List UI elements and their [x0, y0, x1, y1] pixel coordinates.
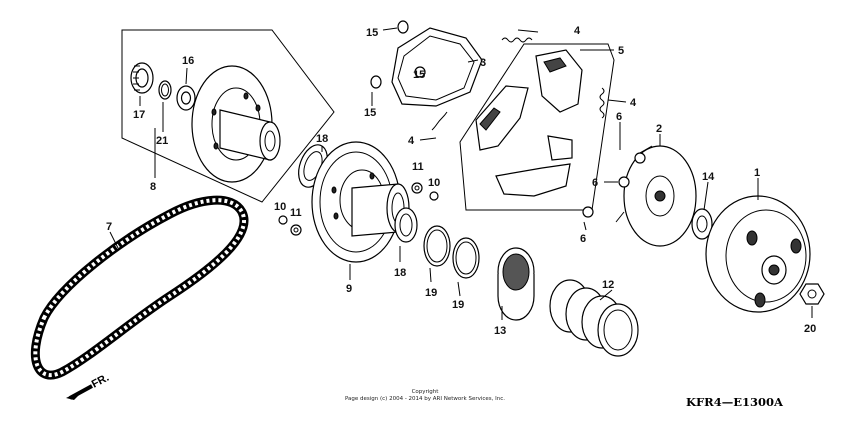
callout-15-mid: 15	[413, 69, 425, 81]
callout-1: 1	[754, 167, 760, 179]
o-ring-19-b[interactable]	[452, 237, 480, 279]
callout-19-b: 19	[452, 299, 464, 311]
callout-12: 12	[602, 279, 614, 291]
driven-face-assembly-outline	[121, 29, 335, 203]
nut-6-bottom[interactable]	[582, 206, 594, 218]
clutch-shoe-top[interactable]	[535, 49, 583, 113]
needle-bearing-17[interactable]	[130, 62, 154, 94]
callout-14: 14	[702, 171, 715, 183]
callout-20: 20	[804, 323, 816, 335]
callout-4-top: 4	[574, 25, 581, 37]
guide-pin-10-right[interactable]	[429, 191, 439, 201]
clutch-shoe-left[interactable]	[475, 85, 529, 151]
callout-5: 5	[618, 45, 624, 57]
oil-seal-18-lower[interactable]	[394, 207, 418, 243]
callout-13: 13	[494, 325, 506, 337]
callout-19-a: 19	[425, 287, 437, 299]
washer-15-left[interactable]	[370, 75, 382, 89]
callout-6-bottom: 6	[580, 233, 586, 245]
circlip-21[interactable]	[158, 80, 172, 100]
clutch-spring-4-left[interactable]	[431, 111, 448, 131]
guide-roller-11-left[interactable]	[290, 224, 302, 236]
callout-16: 16	[182, 55, 194, 67]
callout-3: 3	[480, 57, 486, 69]
o-ring-19-a[interactable]	[423, 225, 451, 267]
nut-6-top[interactable]	[634, 152, 646, 164]
drive-belt-7[interactable]	[30, 195, 249, 380]
washer-15-top[interactable]	[397, 20, 409, 34]
front-direction-label: FR.	[90, 372, 111, 391]
callout-4-right: 4	[630, 97, 637, 109]
callout-9: 9	[346, 283, 352, 295]
callout-10-right: 10	[428, 177, 440, 189]
diagram-code: KFR4—E1300A	[686, 395, 784, 409]
guide-roller-11-right[interactable]	[411, 182, 423, 194]
callout-6-top: 6	[616, 111, 622, 123]
clutch-spring-4-top[interactable]	[501, 37, 533, 43]
callout-15-left: 15	[364, 107, 376, 119]
callout-7: 7	[106, 221, 112, 233]
movable-driven-face-9[interactable]	[311, 141, 410, 263]
callout-labels: 1 2 3 4 4 4 5 6 6 6 7 8 9 10 10 11 11 12…	[106, 25, 816, 337]
driven-face-disc[interactable]	[191, 65, 281, 183]
callout-10-left: 10	[274, 201, 286, 213]
spacer-14[interactable]	[691, 208, 713, 240]
callout-21: 21	[156, 135, 168, 147]
callout-2: 2	[656, 123, 662, 135]
nut-6-mid[interactable]	[618, 176, 630, 188]
seal-collar-13[interactable]	[497, 247, 535, 321]
clutch-spring-4-right[interactable]	[599, 87, 605, 119]
driven-spring-12[interactable]	[549, 279, 639, 357]
drive-plate-2[interactable]	[615, 145, 697, 247]
bearing-16[interactable]	[176, 85, 196, 111]
callout-11-right: 11	[412, 161, 424, 173]
clutch-plate-3[interactable]	[391, 27, 483, 107]
copyright-line-1: Copyright	[412, 389, 440, 395]
callout-18-upper: 18	[316, 133, 328, 145]
copyright-line-2: Page design (c) 2004 - 2014 by ARI Netwo…	[345, 396, 505, 402]
callout-15-top: 15	[366, 27, 378, 39]
clutch-shoe-bottom[interactable]	[495, 135, 573, 197]
callout-8: 8	[150, 181, 156, 193]
clutch-outer-1[interactable]	[705, 195, 811, 313]
front-direction-arrow: FR.	[66, 372, 111, 400]
nut-20[interactable]	[799, 283, 825, 305]
leader-lines	[109, 27, 813, 320]
guide-pin-10-left[interactable]	[278, 215, 288, 225]
callout-4-left: 4	[408, 135, 415, 147]
callout-11-left: 11	[290, 207, 302, 219]
callout-6-mid: 6	[592, 177, 598, 189]
callout-17: 17	[133, 109, 145, 121]
callout-18-lower: 18	[394, 267, 406, 279]
